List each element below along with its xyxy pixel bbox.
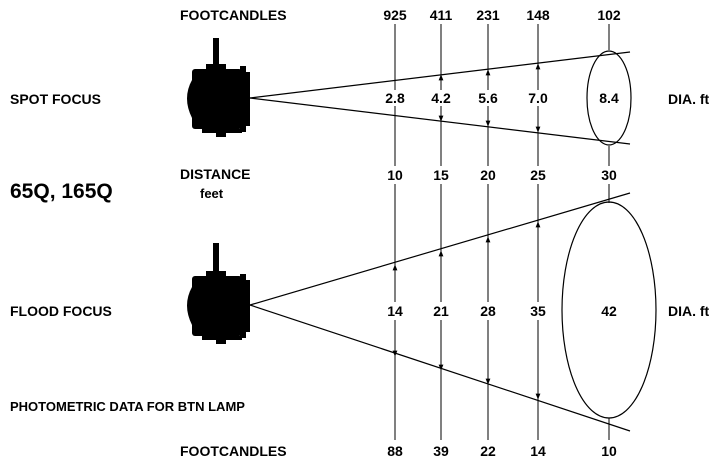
flood-diameter-20: 28 [480,303,496,319]
model-label: 65Q, 165Q [10,180,113,203]
spot-footcandles-10: 925 [383,7,407,23]
spot-diameter-15: 4.2 [431,90,451,106]
flood-focus-label: FLOOD FOCUS [10,303,112,319]
flood-footcandles-10: 88 [387,443,403,459]
spot-diameter-20: 5.6 [478,90,498,106]
spot-beam-ellipse [586,50,632,146]
flood-diameter-30: 42 [601,303,617,319]
spot-footcandles-25: 148 [526,7,550,23]
distance-value-25: 25 [530,167,546,183]
footcandles-bottom-label: FOOTCANDLES [180,443,287,459]
distance-value-10: 10 [387,167,403,183]
flood-fixture-icon [187,243,250,344]
flood-footcandles-25: 14 [530,443,546,459]
spot-footcandles-15: 411 [430,7,453,23]
spot-footcandles-20: 231 [476,7,500,23]
distance-unit-label: feet [200,186,224,201]
spot-fixture-icon [187,38,250,137]
flood-footcandles-30: 10 [601,443,617,459]
flood-diameter-15: 21 [433,303,449,319]
flood-footcandles-20: 22 [480,443,496,459]
spot-diameter-25: 7.0 [528,90,548,106]
distance-label: DISTANCE [180,166,251,182]
distance-value-30: 30 [601,167,617,183]
spot-footcandles-30: 102 [597,7,621,23]
distance-value-15: 15 [433,167,449,183]
spot-focus-label: SPOT FOCUS [10,91,101,107]
flood-diameter-25: 35 [530,303,546,319]
footcandles-top-label: FOOTCANDLES [180,7,287,23]
flood-footcandles-15: 39 [433,443,449,459]
spot-dia-label: DIA. ft [668,91,710,107]
distance-value-20: 20 [480,167,496,183]
spot-diameter-30: 8.4 [599,90,619,106]
flood-beam-lower-line [249,304,631,432]
flood-diameter-10: 14 [387,303,403,319]
caption-label: PHOTOMETRIC DATA FOR BTN LAMP [10,399,245,414]
flood-dia-label: DIA. ft [668,303,710,319]
flood-beam-upper-line [249,192,631,306]
spot-diameter-10: 2.8 [385,90,405,106]
